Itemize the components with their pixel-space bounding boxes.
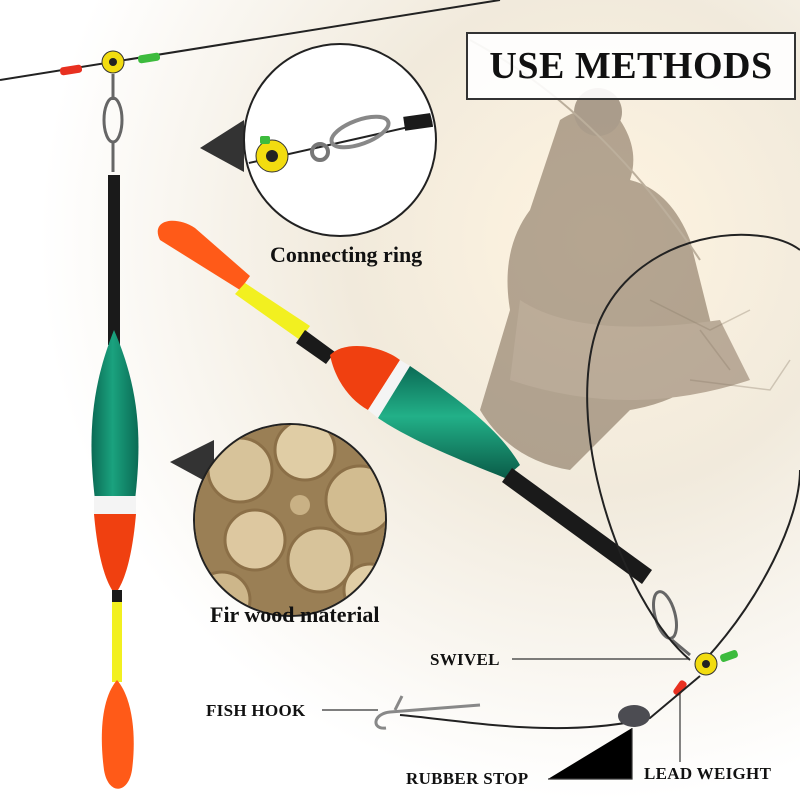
snap-swivel-top — [102, 74, 124, 172]
label-swivel: SWIVEL — [430, 650, 500, 669]
callout-arrow-wood — [170, 440, 214, 486]
connecting-ring-zoom — [243, 43, 437, 237]
label-lead-weight: LEAD WEIGHT — [644, 764, 772, 783]
page-title: USE METHODS — [489, 45, 773, 87]
lead-weight — [618, 705, 650, 727]
green-bead — [137, 52, 161, 64]
callout-arrow-ring — [200, 120, 244, 172]
caption-connecting-ring: Connecting ring — [270, 242, 423, 267]
fish-hook — [374, 695, 481, 730]
title-banner: USE METHODS — [466, 32, 796, 100]
label-fish-hook: FISH HOOK — [206, 701, 306, 720]
fishing-line-loop — [586, 233, 800, 661]
caption-fir-wood: Fir wood material — [210, 602, 380, 627]
fishing-line-top — [0, 0, 501, 81]
rubber-stop-leader-line — [548, 728, 633, 780]
rubber-stop-bead — [673, 680, 687, 696]
branches — [649, 299, 791, 391]
snap-swivel-bottom — [652, 590, 691, 657]
float-diagonal — [157, 220, 652, 584]
label-rubber-stop: RUBBER STOP — [406, 769, 529, 788]
angler-silhouette — [469, 39, 750, 470]
float-vertical — [91, 175, 139, 789]
red-bead — [59, 64, 83, 76]
